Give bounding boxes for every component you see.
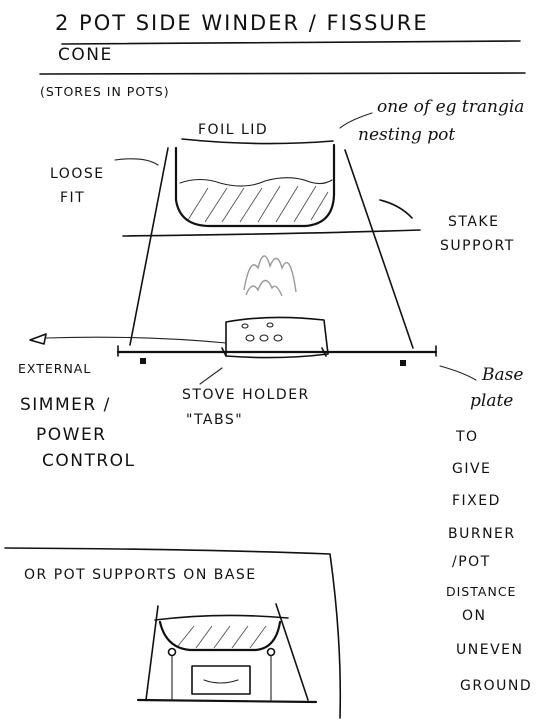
stake-support-label-line2: SUPPORT bbox=[440, 238, 515, 254]
base-foot bbox=[140, 358, 146, 364]
note-line: UNEVEN bbox=[456, 642, 523, 658]
title-separator bbox=[39, 72, 526, 75]
alt-pot-hatching bbox=[177, 625, 267, 649]
alt-sketch-label: OR POT SUPPORTS ON BASE bbox=[24, 567, 257, 583]
simmer-label-line1: SIMMER / bbox=[20, 395, 111, 415]
external-label: EXTERNAL bbox=[18, 361, 91, 376]
alt-stove bbox=[191, 665, 251, 695]
control-hose bbox=[45, 336, 227, 344]
stove-burner bbox=[225, 316, 329, 359]
burner-hole bbox=[273, 334, 283, 342]
cone-left-wall bbox=[129, 147, 169, 346]
base-plate-label-line2: plate bbox=[470, 391, 513, 411]
alt-pot bbox=[158, 620, 282, 652]
alt-cone-right-wall bbox=[275, 603, 309, 701]
stove-holder-label-line2: "TABS" bbox=[186, 412, 243, 428]
stake-support-line bbox=[122, 229, 421, 237]
note-line: /POT bbox=[452, 554, 491, 570]
stove-holder-label-line1: STOVE HOLDER bbox=[182, 387, 310, 403]
water-line bbox=[179, 177, 333, 187]
nesting-pot bbox=[174, 143, 336, 228]
base-plate-label-line1: Base bbox=[481, 365, 523, 385]
base-foot bbox=[400, 360, 406, 366]
note-line: DISTANCE bbox=[446, 584, 516, 599]
loose-fit-label-line2: FIT bbox=[60, 190, 85, 206]
sketch-title-line2: CONE bbox=[58, 45, 113, 65]
note-line: FIXED bbox=[452, 493, 501, 509]
foil-lid-line bbox=[181, 138, 334, 145]
burner-hole bbox=[241, 323, 249, 329]
control-valve-icon bbox=[29, 333, 47, 345]
alt-pot-lid bbox=[154, 614, 289, 621]
note-line: GIVE bbox=[452, 461, 491, 477]
note-line: BURNER bbox=[448, 526, 516, 542]
stove-tab bbox=[221, 347, 227, 357]
subtitle: (STORES IN POTS) bbox=[40, 84, 170, 99]
alt-stove-detail bbox=[203, 679, 239, 684]
burner-hole bbox=[266, 322, 274, 328]
loose-fit-leader bbox=[114, 158, 159, 166]
note-line: TO bbox=[455, 429, 479, 445]
note-line: ON bbox=[462, 608, 487, 624]
pot-contents-hatching bbox=[187, 185, 329, 223]
alt-pot-support bbox=[266, 647, 276, 657]
stove-tab bbox=[321, 347, 327, 357]
alt-sketch-frame bbox=[4, 547, 342, 719]
note-line: GROUND bbox=[460, 678, 532, 694]
base-plate-leader bbox=[439, 365, 477, 381]
stake-support-arrow bbox=[379, 199, 413, 219]
burner-hole bbox=[245, 334, 255, 342]
foil-lid-label: FOIL LID bbox=[198, 122, 268, 138]
simmer-label-line3: CONTROL bbox=[42, 451, 136, 471]
stove-holder-leader bbox=[199, 367, 223, 385]
alt-base-plate bbox=[136, 698, 318, 704]
simmer-label-line2: POWER bbox=[36, 425, 107, 445]
burner-flames bbox=[243, 255, 297, 297]
burner-hole bbox=[259, 334, 269, 342]
sketch-title-line1: 2 POT SIDE WINDER / FISSURE bbox=[55, 11, 429, 35]
nesting-pot-leader bbox=[339, 112, 373, 129]
alt-cone-left-wall bbox=[145, 605, 159, 701]
stake-support-label-line1: STAKE bbox=[448, 214, 499, 230]
loose-fit-label-line1: LOOSE bbox=[50, 166, 105, 182]
alt-pot-support bbox=[167, 647, 177, 657]
cone-right-wall bbox=[344, 149, 414, 349]
title-underline bbox=[61, 40, 521, 45]
base-plate-note: TO GIVE FIXED BURNER /POT DISTANCE ON UN… bbox=[446, 429, 532, 694]
nesting-pot-label-line2: nesting pot bbox=[358, 125, 455, 145]
nesting-pot-label-line1: one of eg trangia bbox=[377, 97, 524, 117]
